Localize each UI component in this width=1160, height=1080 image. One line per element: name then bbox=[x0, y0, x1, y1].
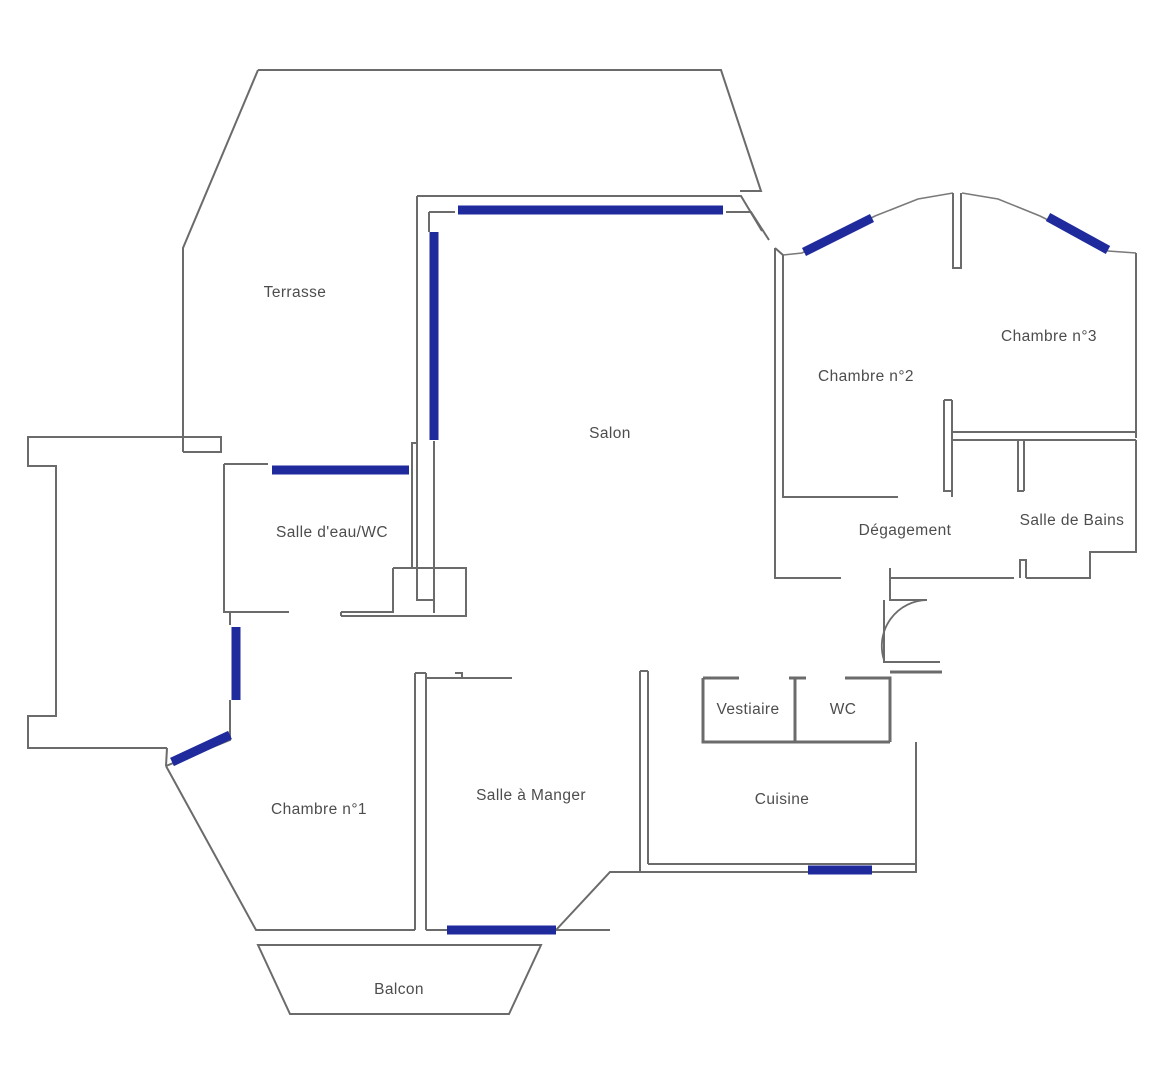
salon-walls bbox=[416, 195, 770, 613]
vestiaire-wc-walls bbox=[701, 670, 942, 744]
exterior-left-wall bbox=[27, 436, 222, 749]
room-label-salle-a-manger: Salle à Manger bbox=[476, 787, 586, 804]
room-label-vestiaire: Vestiaire bbox=[716, 701, 779, 718]
room-label-salle-eau-wc: Salle d'eau/WC bbox=[276, 524, 388, 541]
chambre1-diagonal-window bbox=[170, 730, 232, 767]
chambre1-walls bbox=[165, 613, 415, 931]
chambre2-roof-window bbox=[801, 213, 875, 257]
degagement-door-swing bbox=[880, 599, 928, 661]
room-label-chambre-3: Chambre n°3 bbox=[1001, 328, 1097, 345]
lower-right-walls bbox=[883, 440, 1137, 663]
room-label-salle-de-bains: Salle de Bains bbox=[1020, 512, 1125, 529]
room-label-terrasse: Terrasse bbox=[264, 284, 327, 301]
terrasse-outline bbox=[182, 69, 763, 452]
salle-eau-walls bbox=[223, 442, 467, 617]
room-label-chambre-2: Chambre n°2 bbox=[818, 368, 914, 385]
room-label-salon: Salon bbox=[589, 425, 631, 442]
room-label-cuisine: Cuisine bbox=[755, 791, 810, 808]
cuisine-walls bbox=[639, 670, 917, 873]
room-labels: Terrasse Salon Salle d'eau/WC Chambre n°… bbox=[264, 284, 1125, 998]
chambre3-roof-window bbox=[1045, 213, 1111, 254]
room-label-balcon: Balcon bbox=[374, 981, 424, 998]
chambre2-walls bbox=[774, 247, 898, 579]
balcon-outline bbox=[256, 944, 543, 1015]
upper-right-facade bbox=[782, 192, 1137, 269]
room-label-chambre-1: Chambre n°1 bbox=[271, 801, 367, 818]
chambre3-walls bbox=[943, 253, 1137, 497]
room-label-degagement: Dégagement bbox=[859, 522, 952, 539]
room-label-wc: WC bbox=[830, 701, 857, 718]
